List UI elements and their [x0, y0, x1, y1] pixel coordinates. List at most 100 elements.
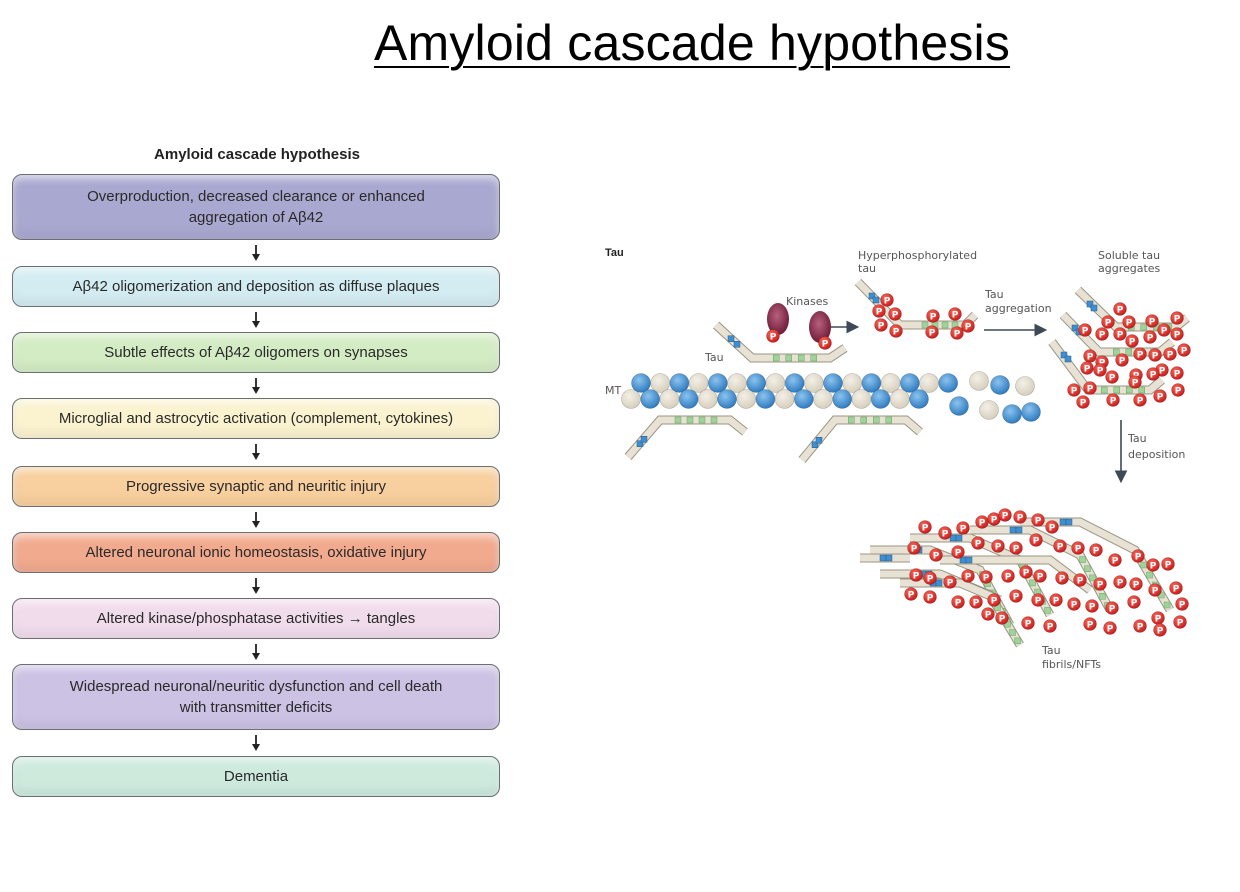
phosphate-label: P: [1099, 359, 1106, 369]
proline-rich-domain: [1086, 300, 1094, 308]
phosphate-group: [888, 307, 902, 321]
flow-step-label: Altered kinase/phosphatase activities → …: [96, 610, 416, 627]
proline-rich-domain: [965, 556, 973, 564]
phosphate-group: [1106, 393, 1120, 407]
tubulin-alpha: [708, 373, 728, 393]
tubulin-beta: [842, 373, 863, 393]
phosphate-group: [948, 307, 962, 321]
phosphate-label: P: [929, 329, 936, 339]
phosphate-group: [766, 329, 780, 343]
phosphate-group: [1013, 510, 1027, 524]
phosphate-label: P: [1087, 621, 1094, 631]
tubulin-alpha: [861, 373, 882, 393]
phosphate-group: [818, 336, 832, 350]
phosphate-label: P: [1105, 319, 1112, 329]
phosphate-label: P: [1109, 605, 1116, 615]
microtubule-binding-repeat: [1126, 386, 1133, 394]
phosphate-group: [1127, 595, 1141, 609]
phosphate-group: [1089, 543, 1103, 557]
tubulin-beta: [659, 389, 680, 409]
proline-rich-domain: [811, 441, 819, 448]
label-soluble-2: aggregates: [1098, 262, 1161, 275]
label-soluble-1: Soluble tau: [1098, 249, 1160, 262]
phosphate-group: [1108, 553, 1122, 567]
microtubule-binding-repeat: [1099, 593, 1106, 600]
flow-step-label: Aβ42 oligomerization and deposition as d…: [72, 278, 440, 295]
phosphate-label: P: [1005, 573, 1012, 583]
phosphate-label: P: [960, 525, 967, 535]
phosphate-label: P: [995, 543, 1002, 553]
phosphate-group: [1153, 389, 1167, 403]
phosphate-label: P: [1137, 351, 1144, 361]
proline-rich-domain: [879, 554, 887, 562]
phosphate-label: P: [1147, 334, 1154, 344]
phosphate-label: P: [979, 519, 986, 529]
phosphate-group: [1105, 370, 1119, 384]
phosphate-label: P: [1137, 397, 1144, 407]
tau-pathology-diagram: Tau Hyperphosphorylated tau Soluble tau …: [605, 247, 1191, 671]
free-tubulin: [1015, 376, 1035, 396]
flowchart-title: Amyloid cascade hypothesis: [154, 146, 360, 163]
phosphate-group: [889, 324, 903, 338]
phosphate-group: [1029, 533, 1043, 547]
tubulin-beta: [688, 373, 709, 393]
phosphate-group: [1093, 363, 1107, 377]
phosphate-group: [925, 325, 939, 339]
phosphate-label: P: [1165, 561, 1172, 571]
tubulin-beta: [813, 389, 833, 409]
microtubule-binding-repeat: [686, 416, 694, 424]
phosphate-group: [1113, 575, 1127, 589]
phosphate-label: P: [1037, 573, 1044, 583]
microtubule-binding-repeat: [1163, 601, 1171, 609]
phosphate-label: P: [1110, 397, 1117, 407]
phosphate-group: [907, 541, 921, 555]
phosphate-label: P: [983, 574, 990, 584]
phosphate-label: P: [955, 549, 962, 559]
phosphate-label: P: [1099, 331, 1106, 341]
phosphate-group: [950, 326, 964, 340]
phosphate-group: [909, 568, 923, 582]
phosphate-label: P: [1179, 601, 1186, 611]
tubulin-alpha: [870, 389, 891, 409]
phosphate-group: [923, 590, 937, 604]
phosphate-group: [1115, 353, 1129, 367]
flow-step-label: Overproduction, decreased clearance or e…: [87, 188, 425, 226]
tubulin-alpha: [631, 373, 651, 393]
phosphate-group: [951, 545, 965, 559]
phosphate-label: P: [1181, 347, 1188, 357]
phosphate-group: [1045, 520, 1059, 534]
phosphate-group: [923, 571, 937, 585]
label-fibrils-2: fibrils/NFTs: [1042, 658, 1101, 671]
phosphate-label: P: [1023, 569, 1030, 579]
phosphate-label: P: [927, 575, 934, 585]
phosphate-group: [943, 575, 957, 589]
phosphate-label: P: [1013, 545, 1020, 555]
phosphate-label: P: [1087, 353, 1094, 363]
tubulin-alpha: [784, 373, 805, 393]
free-tubulin: [990, 375, 1010, 395]
panel-label-tau: Tau: [605, 247, 624, 259]
label-deposition-1: Tau: [1127, 432, 1147, 445]
down-arrow-icon: [252, 512, 260, 528]
label-mt: MT: [605, 384, 621, 397]
phosphate-group: [1143, 330, 1157, 344]
phosphate-group: [1083, 381, 1097, 395]
down-arrow-icon: [252, 644, 260, 660]
tubulin-alpha: [746, 373, 766, 393]
phosphate-group: [1105, 601, 1119, 615]
flow-step-label: Microglial and astrocytic activation (co…: [58, 410, 454, 427]
phosphate-label: P: [947, 579, 954, 589]
phosphate-group: [1019, 565, 1033, 579]
down-arrow-icon: [252, 444, 260, 460]
microtubule-binding-repeat: [1138, 386, 1145, 394]
phosphate-label: P: [1089, 603, 1096, 613]
phosphate-group: [904, 587, 918, 601]
phosphate-group: [1071, 541, 1085, 555]
tubulin-beta: [880, 373, 901, 393]
phosphate-label: P: [1025, 620, 1032, 630]
tubulin-alpha: [794, 389, 814, 409]
label-aggregation-2: aggregation: [985, 302, 1052, 315]
phosphate-label: P: [1117, 331, 1124, 341]
phosphate-label: P: [1157, 393, 1164, 403]
phosphate-label: P: [1137, 623, 1144, 633]
